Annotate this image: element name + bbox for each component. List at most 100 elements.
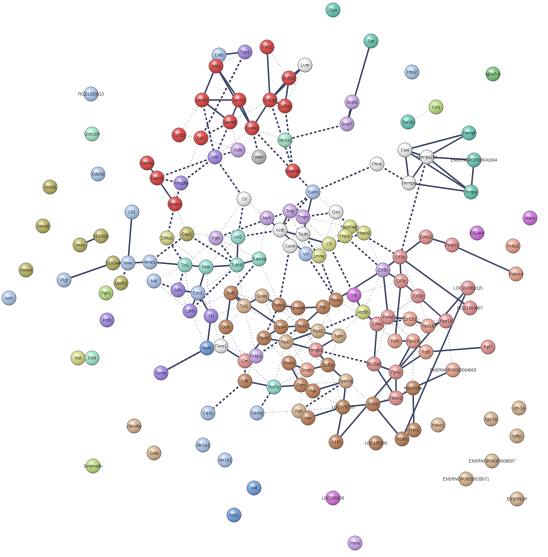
- node-abcalla[interactable]: Abcalla: [126, 418, 142, 434]
- node-gsta[interactable]: Gsta: [146, 445, 162, 461]
- node-rps7[interactable]: Rps7: [278, 334, 294, 350]
- node-rgd1560513[interactable]: RGD1560513: [78, 86, 104, 102]
- node-loc679733[interactable]: LOC679733: [332, 399, 355, 415]
- node-eif3c[interactable]: Eif3c: [393, 273, 409, 289]
- node-pabpc4[interactable]: Pabpc4: [508, 266, 524, 282]
- node-eif4a[interactable]: Eif4a: [369, 316, 385, 332]
- node-lamb1[interactable]: Lamb1: [194, 92, 210, 108]
- node-mif[interactable]: Mif: [246, 480, 262, 496]
- node-rpl9[interactable]: Rpl9: [387, 333, 403, 349]
- node-rps6[interactable]: Rps6: [256, 330, 272, 346]
- node-eif4a1[interactable]: Eif4a1: [159, 230, 175, 246]
- node-hspa[interactable]: Hspa: [337, 228, 353, 244]
- node-arf2[interactable]: Arf2: [230, 229, 246, 245]
- node-crpt1[interactable]: Crpt1: [200, 405, 216, 421]
- node-anxa3[interactable]: Anxa3: [42, 179, 58, 195]
- node-nme1[interactable]: Nme1: [142, 254, 158, 270]
- node-ensrnop00000064983[interactable]: ENSRNOP00000064983: [430, 362, 477, 378]
- node-loc689106[interactable]: LOC689106: [322, 490, 345, 506]
- node-loc100360[interactable]: LOC100360: [365, 435, 388, 451]
- node-hist2h2be[interactable]: Hist2h2be: [404, 380, 424, 396]
- node-pcbp2[interactable]: Pcbp2: [505, 238, 521, 254]
- node-rps20[interactable]: Rps20: [405, 333, 421, 349]
- node-col1a1[interactable]: Col1a1: [262, 92, 278, 108]
- node-eif3d[interactable]: Eif3d: [410, 288, 426, 304]
- node-slc25a5[interactable]: Slc25a5: [366, 356, 382, 372]
- node-clt1[interactable]: Clt1: [124, 204, 140, 220]
- node-pebp1[interactable]: Pebp1: [271, 297, 287, 313]
- node-s100a11[interactable]: S100a11: [93, 228, 110, 244]
- node-canx[interactable]: Canx: [282, 238, 298, 254]
- node-tmpo[interactable]: Tmpo: [295, 209, 311, 225]
- node-ptgl[interactable]: Ptgl: [56, 272, 72, 288]
- node-rps5[interactable]: Rps5: [310, 323, 326, 339]
- node-xist[interactable]: Xist: [70, 350, 86, 366]
- node-rps18[interactable]: Rps18: [420, 318, 436, 334]
- node-h1f0[interactable]: H1f0: [328, 434, 344, 450]
- node-ddx[interactable]: Ddx: [218, 319, 234, 335]
- node-nme[interactable]: Nme: [120, 255, 136, 271]
- node-ptms[interactable]: Ptms: [369, 156, 385, 172]
- node-atp1a1[interactable]: Atp1a1: [277, 132, 293, 148]
- node-igfbp[interactable]: Igfbp: [509, 428, 525, 444]
- node-actb[interactable]: Actb: [272, 222, 288, 238]
- node-rps19[interactable]: Rps19: [438, 313, 454, 329]
- node-imp[interactable]: Imp: [300, 410, 316, 426]
- node-cfb[interactable]: Cfb: [237, 373, 253, 389]
- node-capn2[interactable]: Capn2: [149, 170, 165, 186]
- node-aprc[interactable]: Aprc: [1, 290, 17, 306]
- node-col5a3[interactable]: Col5a3: [281, 70, 297, 86]
- node-hdac1[interactable]: Hdac1: [430, 417, 446, 433]
- node-eif3a[interactable]: Eif3a: [392, 249, 408, 265]
- node-h2bd[interactable]: H2bd: [365, 396, 381, 412]
- node-anxa[interactable]: Anxa: [72, 237, 88, 253]
- node-pcbp1[interactable]: Pcbp1: [248, 348, 264, 364]
- node-rps4[interactable]: Rps4: [273, 319, 289, 335]
- node-sar1b[interactable]: Sar1b: [400, 114, 416, 130]
- node-s100a4[interactable]: S100a4: [105, 255, 121, 271]
- node-gnmt[interactable]: Gnmt: [153, 365, 169, 381]
- node-fbln[interactable]: Fbln: [230, 142, 246, 158]
- node-vcl[interactable]: Vcl: [298, 246, 314, 262]
- node-eef1a[interactable]: Eef1a: [320, 357, 336, 373]
- node-cap1[interactable]: Cap1: [179, 226, 195, 242]
- node-tkt[interactable]: Tkt: [203, 308, 219, 324]
- node-hnrnpf[interactable]: Hnrnpf: [461, 125, 477, 141]
- node-myh[interactable]: Myh: [259, 210, 275, 226]
- node-rps2[interactable]: Rps2: [388, 364, 404, 380]
- node-akr1b1[interactable]: Akr1b1: [217, 452, 233, 468]
- node-sept2[interactable]: Sept2: [344, 94, 360, 110]
- node-acp1[interactable]: Acp1: [226, 507, 242, 523]
- node-nid[interactable]: Nid: [146, 273, 162, 289]
- node-tuba4a[interactable]: Tuba4a: [251, 251, 267, 267]
- node-lgals1[interactable]: Lgals1: [113, 275, 129, 291]
- node-rbmx[interactable]: Rbmx: [281, 355, 297, 371]
- node-cpt1b[interactable]: Cpt1b: [171, 127, 187, 143]
- node-rpl7a[interactable]: Rpl7a: [266, 379, 282, 395]
- node-tpt1[interactable]: Tpt1: [236, 298, 252, 314]
- node-pans[interactable]: Pans: [347, 535, 363, 551]
- node-fscn1[interactable]: Fscn1: [213, 338, 229, 354]
- node-ensrnop0000041994[interactable]: ENSRNOP00000041994: [451, 152, 498, 168]
- node-ptms2[interactable]: Prdx: [99, 312, 115, 328]
- node-serpina3n[interactable]: Serpina3n: [83, 458, 103, 474]
- node-hnrnpa2b1[interactable]: Hnrnpa2b1: [417, 149, 438, 165]
- node-syncrip[interactable]: Syncrip: [338, 373, 354, 389]
- node-vasn[interactable]: Vasn: [251, 149, 267, 165]
- node-rpsa[interactable]: Rpsa: [328, 292, 344, 308]
- node-lmna[interactable]: Lmna: [311, 248, 327, 264]
- node-rpl8[interactable]: Rpl8: [418, 344, 434, 360]
- node-ddah2[interactable]: Ddah2: [90, 166, 106, 182]
- node-srp[interactable]: Srp: [346, 287, 362, 303]
- node-tpi1[interactable]: Tpi1: [177, 257, 193, 273]
- node-atp5b[interactable]: Atp5b: [355, 304, 371, 320]
- node-ptm[interactable]: Ptm: [293, 377, 309, 393]
- node-arhgdia[interactable]: Arhgdia: [173, 175, 189, 191]
- node-ctl[interactable]: Ctl: [236, 191, 252, 207]
- node-eef1b2[interactable]: Eef1b2: [402, 311, 418, 327]
- node-hdac2[interactable]: Hdac2: [388, 390, 404, 406]
- node-gnas[interactable]: Gnas: [254, 288, 270, 304]
- node-h4c2[interactable]: H4c2: [406, 422, 422, 438]
- node-npm[interactable]: Npm: [331, 328, 347, 344]
- node-rpl7[interactable]: Rpl7: [480, 339, 496, 355]
